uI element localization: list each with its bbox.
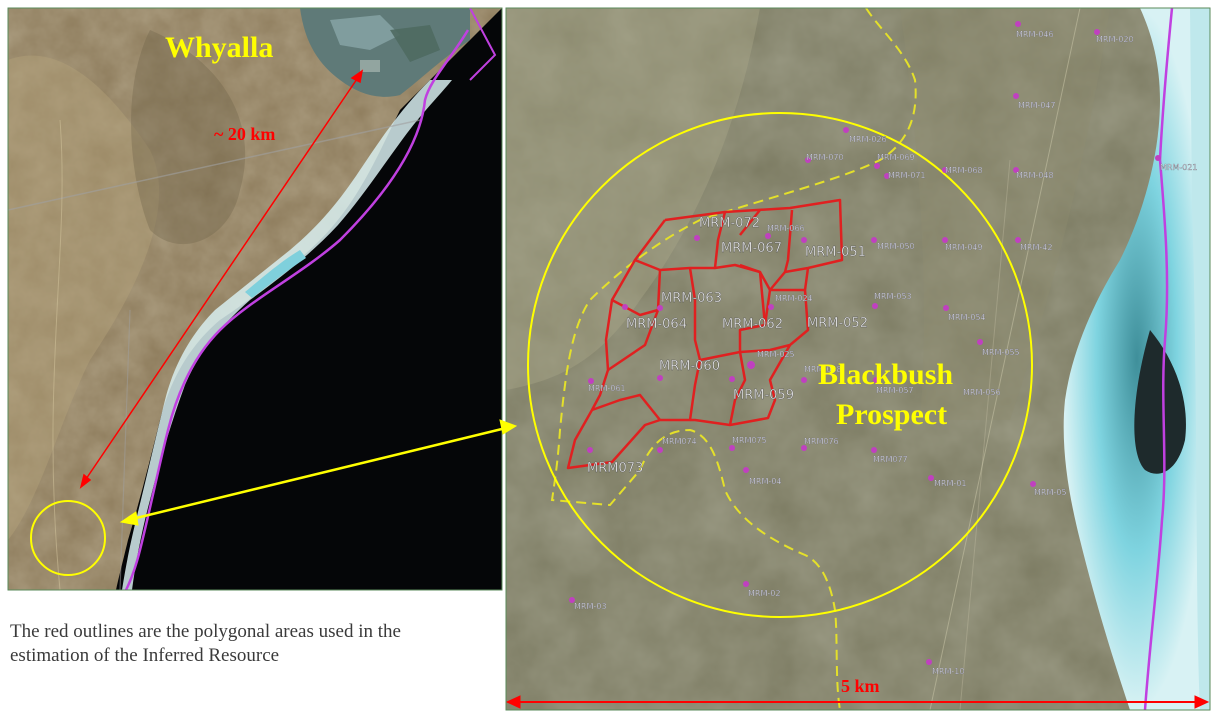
drillhole-labels-small: MRM-046 MRM-020 MRM-047 MRM-026 MRM-070 … [574, 30, 1198, 676]
svg-text:MRM-058: MRM-058 [804, 365, 842, 374]
svg-text:MRM-061: MRM-061 [588, 384, 626, 393]
svg-text:MRM-049: MRM-049 [945, 243, 983, 252]
svg-text:MRM-050: MRM-050 [877, 242, 915, 251]
svg-text:MRM-02: MRM-02 [748, 589, 780, 598]
drillhole-labels-large: MRM-072 MRM-067 MRM-051 MRM-063 MRM-064 … [587, 216, 868, 476]
prospect-locator-circle [30, 500, 106, 576]
svg-text:MRM-03: MRM-03 [574, 602, 606, 611]
svg-text:MRM-060: MRM-060 [659, 359, 720, 374]
dashed-lease-boundary [550, 8, 917, 710]
svg-text:MRM-063: MRM-063 [661, 291, 722, 306]
prospect-satellite-map: MRM-046 MRM-020 MRM-047 MRM-026 MRM-070 … [506, 8, 1210, 710]
svg-text:MRM-024: MRM-024 [775, 294, 813, 303]
svg-text:MRM-054: MRM-054 [948, 313, 986, 322]
zoom-connector-arrow [119, 419, 518, 526]
distance-label: ~ 20 km [214, 124, 275, 144]
svg-text:MRM-067: MRM-067 [721, 241, 782, 256]
svg-text:MRM-42: MRM-42 [1020, 243, 1052, 252]
prospect-label-line1: Blackbush [818, 358, 953, 391]
prospect-circle [527, 112, 1033, 618]
svg-text:MRM-064: MRM-064 [626, 317, 687, 332]
svg-text:MRM-068: MRM-068 [945, 166, 983, 175]
svg-text:MRM-020: MRM-020 [1096, 35, 1134, 44]
svg-text:MRM075: MRM075 [732, 436, 767, 445]
scale-bar [506, 695, 1210, 709]
scale-label: 5 km [841, 676, 880, 696]
svg-text:MRM-021: MRM-021 [1160, 163, 1198, 172]
town-label: Whyalla [165, 31, 273, 64]
svg-text:MRM-070: MRM-070 [806, 153, 844, 162]
svg-text:MRM-057: MRM-057 [876, 386, 914, 395]
svg-text:MRM074: MRM074 [662, 437, 697, 446]
svg-text:MRM-053: MRM-053 [874, 292, 912, 301]
drillhole-markers [569, 21, 1161, 665]
svg-text:MRM-04: MRM-04 [749, 477, 781, 486]
figure-caption: The red outlines are the polygonal areas… [10, 621, 401, 666]
svg-text:MRM-051: MRM-051 [805, 245, 866, 260]
svg-text:MRM-069: MRM-069 [877, 153, 915, 162]
svg-text:MRM-072: MRM-072 [699, 216, 760, 231]
coastal-surf [1063, 8, 1210, 710]
overview-satellite-map: ~ 20 km Whyalla [8, 8, 502, 590]
tenement-boundary-line [124, 29, 470, 590]
svg-text:MRM-048: MRM-048 [1016, 171, 1054, 180]
svg-text:MRM-025: MRM-025 [757, 350, 795, 359]
tenement-boundary-line-right [1143, 8, 1174, 710]
svg-text:MRM-059: MRM-059 [733, 388, 794, 403]
svg-text:MRM-01: MRM-01 [934, 479, 966, 488]
svg-text:MRM073: MRM073 [587, 461, 643, 476]
svg-text:MRM-055: MRM-055 [982, 348, 1020, 357]
svg-text:MRM-062: MRM-062 [722, 317, 783, 332]
svg-text:MRM077: MRM077 [873, 455, 908, 464]
inferred-resource-polygons [566, 198, 844, 470]
svg-text:MRM-066: MRM-066 [767, 224, 805, 233]
svg-text:MRM-026: MRM-026 [849, 135, 887, 144]
svg-text:MRM-10: MRM-10 [932, 667, 964, 676]
whyalla-town-area [300, 8, 470, 97]
distance-arrow [79, 69, 364, 489]
prospect-label-line2: Prospect [836, 398, 947, 431]
svg-text:MRM-056: MRM-056 [963, 388, 1001, 397]
svg-text:MRM-052: MRM-052 [807, 316, 868, 331]
svg-text:MRM-05: MRM-05 [1034, 488, 1066, 497]
svg-text:MRM-071: MRM-071 [888, 171, 926, 180]
gulf-water [116, 8, 502, 590]
svg-text:MRM-046: MRM-046 [1016, 30, 1054, 39]
svg-text:MRM-047: MRM-047 [1018, 101, 1056, 110]
svg-text:MRM076: MRM076 [804, 437, 839, 446]
